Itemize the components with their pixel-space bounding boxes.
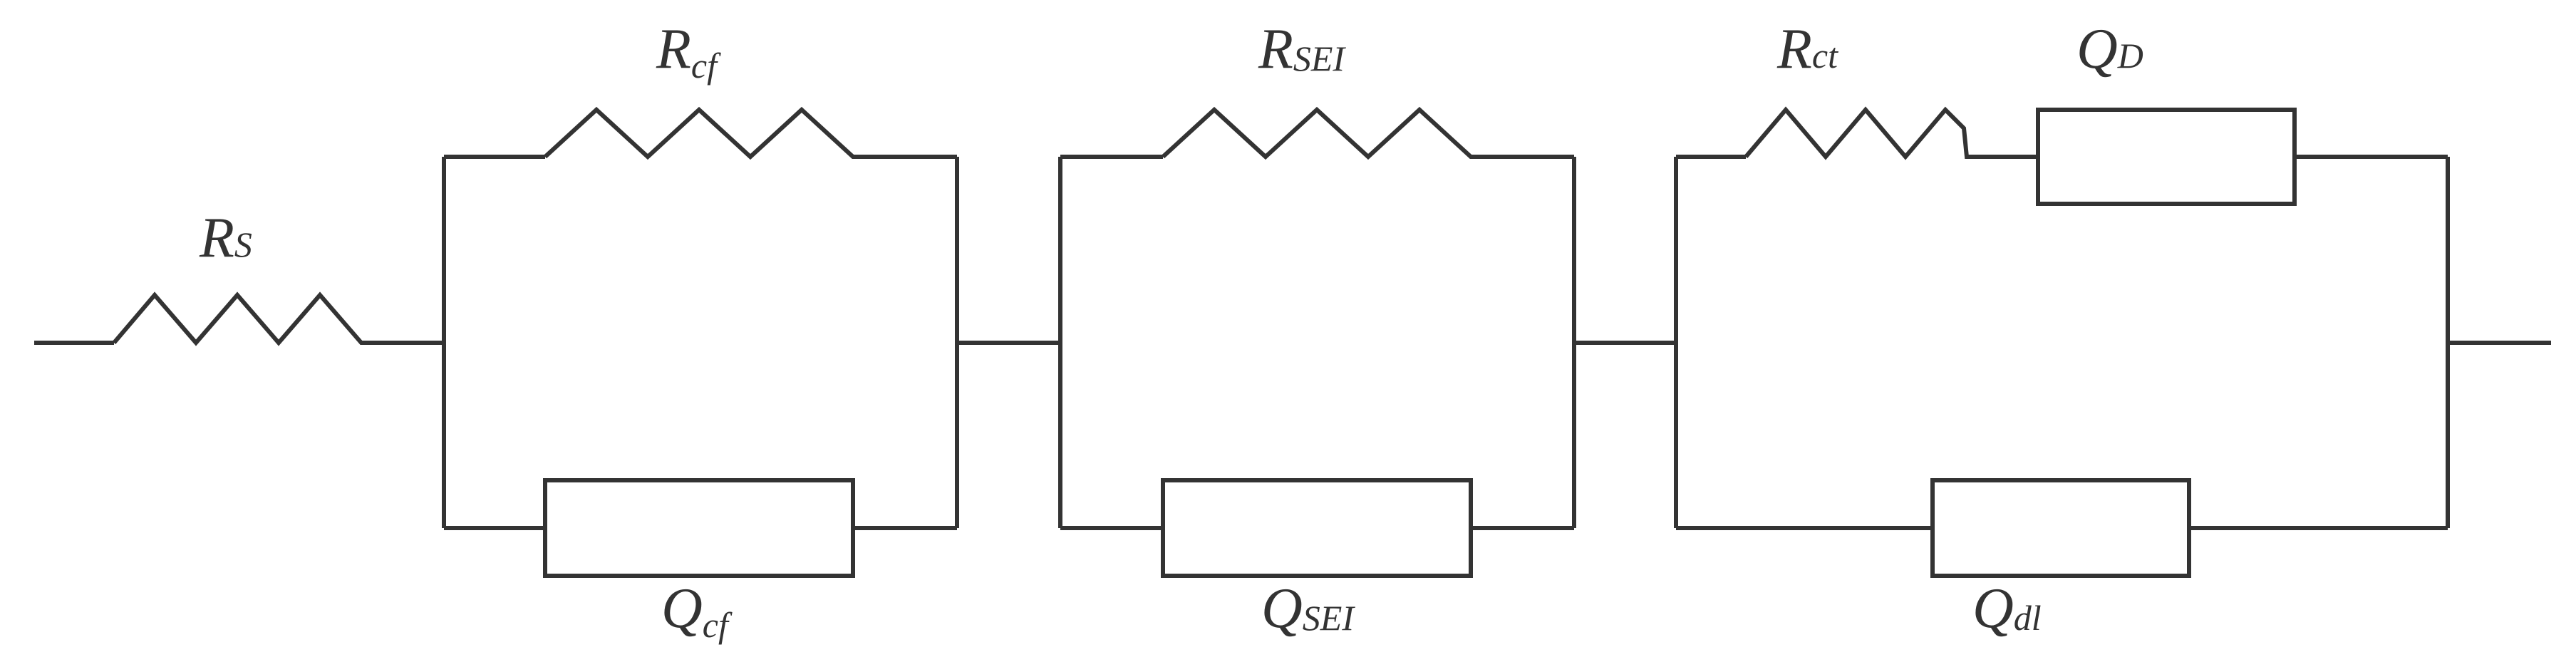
resistor-rcf — [543, 106, 957, 160]
resistor-rct — [1744, 106, 2038, 160]
resistor-rs — [112, 291, 367, 346]
label-qd: QD — [2076, 18, 2143, 81]
cpe-qsei — [1161, 478, 1473, 578]
label-rct: Rct — [1776, 18, 1838, 81]
cpe-qd — [2036, 108, 2297, 206]
label-qcf: Qcf — [661, 577, 733, 645]
parallel-block-ct — [1674, 106, 2450, 578]
resistor-rsei — [1161, 106, 1574, 160]
label-qsei: QSEI — [1261, 577, 1355, 640]
label-rcf: Rcf — [656, 18, 721, 86]
label-rsei: RSEI — [1258, 18, 1346, 81]
label-rs: RS — [199, 207, 252, 269]
parallel-block-sei — [1058, 106, 1576, 578]
parallel-block-cf — [442, 106, 959, 578]
label-qdl: Qdl — [1972, 577, 2042, 640]
cpe-qcf — [543, 478, 855, 578]
cpe-qdl — [1930, 478, 2191, 578]
